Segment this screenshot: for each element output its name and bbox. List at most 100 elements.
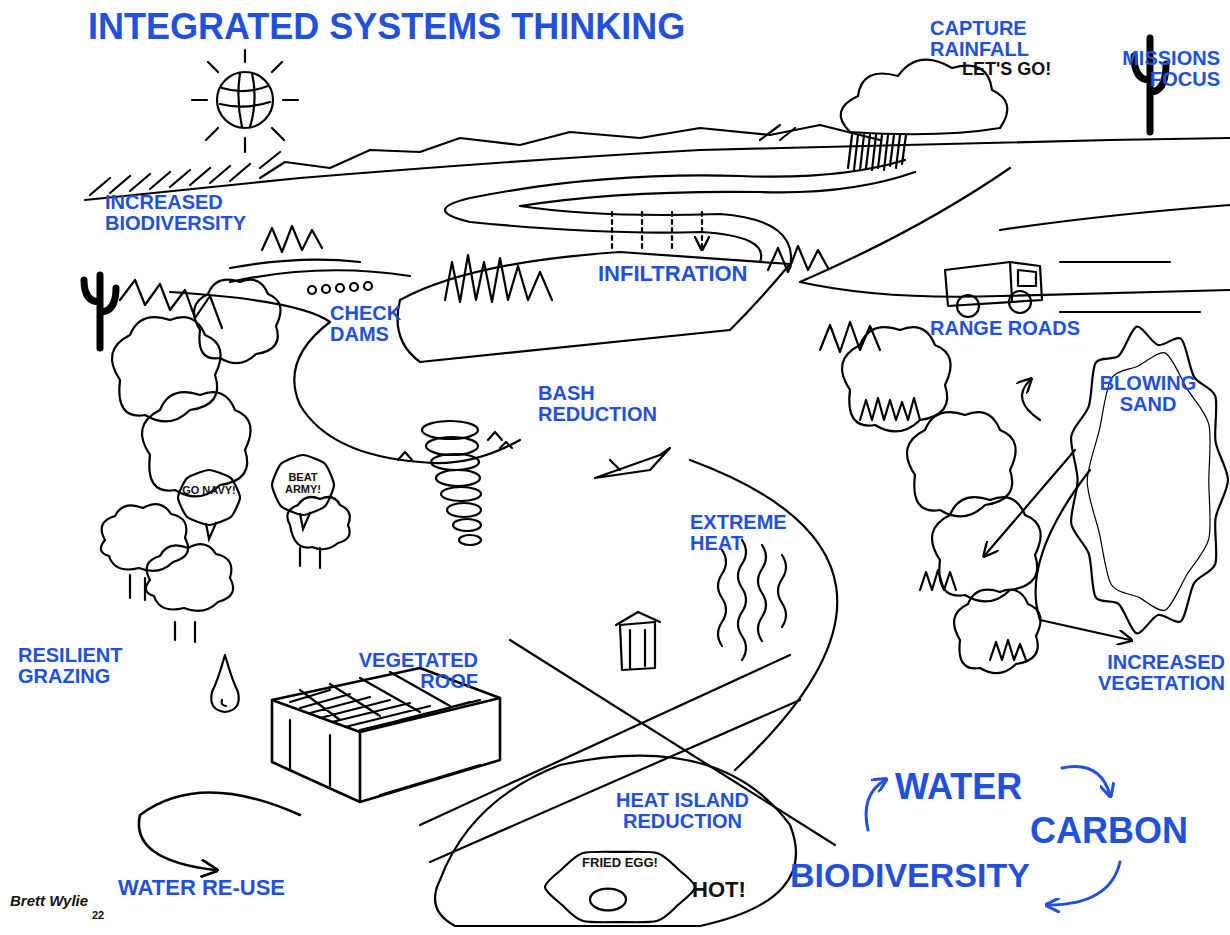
distant-hills bbox=[260, 125, 880, 178]
annotation-label: VEGETATED ROOF bbox=[318, 650, 478, 692]
sheep-legs bbox=[130, 548, 320, 642]
annotation-label: CHECK DAMS bbox=[330, 303, 440, 345]
birds bbox=[398, 432, 512, 460]
shrub bbox=[194, 280, 280, 363]
wind-arrow bbox=[1022, 380, 1040, 420]
grass-scribble bbox=[920, 570, 956, 590]
shrub bbox=[142, 392, 251, 496]
spiral-coil bbox=[441, 487, 481, 501]
annotation-label: MISSIONS FOCUS bbox=[1075, 48, 1220, 90]
truck-wheel bbox=[1009, 291, 1031, 313]
grass-scribble bbox=[768, 246, 828, 272]
check-dam bbox=[364, 282, 372, 290]
bubble-tail bbox=[300, 512, 311, 529]
reuse-arrow bbox=[139, 793, 300, 871]
spiral-coil bbox=[426, 437, 478, 455]
bubble-outline bbox=[178, 470, 240, 525]
wind-arrow bbox=[985, 450, 1075, 555]
annotation-label: INCREASED VEGETATION bbox=[1045, 652, 1225, 694]
cycle-arrow bbox=[1048, 862, 1120, 905]
egg-yolk bbox=[590, 889, 626, 911]
outhouse bbox=[616, 612, 660, 670]
outline-group bbox=[178, 470, 240, 539]
bubble-tail bbox=[206, 522, 217, 539]
spiral-coil bbox=[459, 535, 481, 545]
range-road bbox=[1000, 205, 1230, 312]
annotation-label: BIODIVERSITY bbox=[790, 858, 1075, 894]
annotation-label: RANGE ROADS bbox=[930, 318, 1130, 339]
grass-scribble bbox=[445, 255, 552, 302]
check-dam bbox=[308, 286, 316, 294]
range-road bbox=[800, 168, 1230, 297]
runway bbox=[420, 640, 835, 862]
shrub bbox=[954, 590, 1040, 673]
outline-group bbox=[272, 455, 334, 529]
runway-loop bbox=[690, 460, 837, 770]
shrub bbox=[932, 497, 1041, 601]
annotation-label: INFILTRATION bbox=[598, 262, 798, 285]
annotation-label: BASH REDUCTION bbox=[538, 383, 698, 425]
node-text: BEAT ARMY! bbox=[272, 455, 334, 495]
cactus bbox=[84, 275, 116, 348]
spiral-coil bbox=[431, 454, 479, 470]
sketch-lines bbox=[84, 38, 1230, 926]
annotation-label: HOT! bbox=[692, 878, 772, 901]
annotation-label: RESILIENT GRAZING bbox=[18, 645, 163, 687]
check-dam bbox=[350, 283, 358, 291]
speech-bubble: GO NAVY! bbox=[178, 470, 240, 525]
annotation-label: CAPTURE RAINFALL bbox=[930, 18, 1060, 60]
sheep bbox=[287, 497, 349, 549]
check-dam bbox=[336, 284, 344, 292]
check-dam bbox=[322, 285, 330, 293]
speech-bubble: BEAT ARMY! bbox=[272, 455, 334, 515]
wind-arrow bbox=[1036, 470, 1130, 640]
title-text: INTEGRATED SYSTEMS THINKING bbox=[88, 8, 685, 46]
sun bbox=[217, 72, 273, 128]
annotation-label: CARBON bbox=[1030, 812, 1215, 850]
annotation-label: WATER bbox=[895, 768, 1055, 806]
node-text: FRIED EGG! bbox=[545, 848, 695, 870]
annotation-label: 22 bbox=[92, 910, 122, 922]
heat-island-outline bbox=[435, 756, 796, 926]
grass-scribble bbox=[120, 280, 222, 328]
node-outline bbox=[178, 470, 240, 525]
grass-scribble bbox=[820, 322, 880, 352]
horizon-line bbox=[85, 138, 1230, 200]
annotation-label: INCREASED BIODIVERSITY bbox=[105, 192, 285, 234]
sheep bbox=[146, 544, 233, 611]
node-outline bbox=[1068, 325, 1228, 635]
winding-channel bbox=[445, 160, 905, 262]
node-text: GO NAVY! bbox=[178, 470, 240, 497]
spiral-coil bbox=[453, 519, 481, 531]
heat-waves bbox=[718, 540, 786, 660]
rainfall bbox=[848, 135, 906, 170]
fried-egg: FRIED EGG! bbox=[545, 848, 695, 926]
ground-hatching bbox=[90, 125, 795, 195]
bubble-outline bbox=[272, 455, 334, 515]
spiral-coil bbox=[436, 470, 480, 486]
grass-scribble bbox=[990, 640, 1026, 660]
aircraft bbox=[595, 448, 670, 478]
annotation-label: HEAT ISLAND REDUCTION bbox=[590, 790, 775, 832]
shrub bbox=[112, 317, 221, 421]
grass-scribble bbox=[262, 226, 322, 252]
cycle-arrow bbox=[1062, 767, 1110, 795]
sun-shading bbox=[220, 73, 270, 127]
annotation-label: LET'S GO! bbox=[962, 60, 1082, 79]
node-text: BLOWING SAND bbox=[1068, 325, 1228, 415]
winding-path bbox=[230, 260, 360, 268]
annotation-label: Brett Wylie bbox=[10, 893, 120, 909]
sheep bbox=[101, 504, 188, 571]
sand-cloud: BLOWING SAND bbox=[1068, 325, 1228, 635]
infiltration-arrows bbox=[612, 212, 702, 248]
spiral-coil bbox=[447, 503, 481, 517]
water-drop bbox=[211, 655, 239, 712]
grass-scribble bbox=[860, 398, 920, 420]
sun-rays bbox=[192, 50, 298, 152]
winding-channel bbox=[520, 172, 915, 268]
cycle-arrow bbox=[866, 780, 885, 830]
annotation-label: EXTREME HEAT bbox=[690, 512, 820, 554]
winding-path bbox=[170, 270, 520, 463]
